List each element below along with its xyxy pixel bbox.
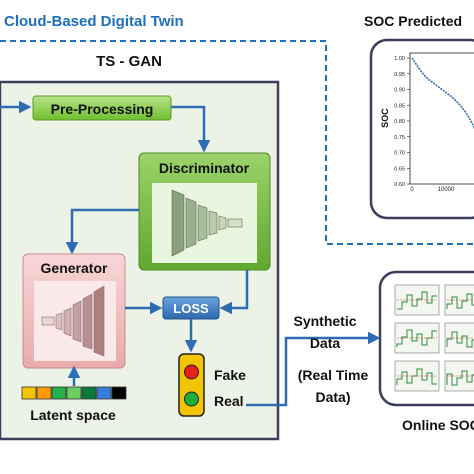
generator-layers-icon (41, 285, 105, 357)
soc-ylabel: SOC (380, 108, 390, 128)
soc-ytick-label: 0.90 (394, 88, 405, 94)
disc-to-loss-arrow (219, 270, 249, 315)
preprocessing-block: Pre-Processing (32, 95, 172, 121)
real-time-label: (Real Time (298, 367, 369, 383)
online-soc-thumbnail (394, 322, 440, 354)
generator-label: Generator (41, 260, 108, 276)
preproc-to-disc-arrow (171, 105, 211, 153)
loss-block: LOSS (162, 296, 220, 320)
latent-swatch-6 (96, 386, 112, 400)
latent-swatch-7 (111, 386, 127, 400)
data-label: Data (310, 335, 341, 351)
latent-swatch-5 (81, 386, 97, 400)
soc-curve (411, 57, 474, 130)
latent-swatch-3 (51, 386, 67, 400)
fake-light-icon (184, 364, 199, 380)
online-soc-thumbnail (444, 322, 474, 354)
soc-ytick-label: 1.00 (394, 56, 405, 62)
cloud-boundary (0, 40, 474, 245)
generator-block: Generator (22, 253, 126, 369)
latent-swatch-1 (21, 386, 37, 400)
fake-real-indicator (178, 353, 205, 417)
soc-ytick-label: 0.65 (394, 166, 405, 172)
fake-label: Fake (214, 367, 246, 383)
soc-plot: SOC 1.00 0.95 0.90 0.85 0.80 0.75 0.70 0.65 0.60… (380, 52, 474, 193)
online-soc-thumbnail (444, 284, 474, 316)
soc-ytick-label: 0.75 (394, 135, 405, 141)
soc-ytick-label: 0.70 (394, 151, 405, 157)
loss-label: LOSS (173, 301, 209, 316)
discriminator-label: Discriminator (159, 160, 250, 176)
latent-space-label: Latent space (30, 407, 116, 423)
preprocessing-label: Pre-Processing (51, 101, 154, 117)
soc-ytick-label: 0.60 (394, 182, 405, 188)
soc-predicted-title: SOC Predicted (364, 13, 462, 29)
latent-swatch-4 (66, 386, 82, 400)
soc-ytick-label: 0.95 (394, 72, 405, 78)
online-soc-label: Online SOC (402, 417, 474, 433)
real-label: Real (214, 393, 244, 409)
real-to-online-arrow (246, 331, 381, 407)
soc-xtick-label: 0 (410, 187, 414, 193)
discriminator-block: Discriminator (138, 152, 271, 271)
soc-ytick-label: 0.85 (394, 103, 405, 109)
discriminator-layers-icon (171, 189, 243, 257)
soc-ytick-label: 0.80 (394, 119, 405, 125)
online-soc-thumbnails (394, 284, 474, 392)
latent-space-swatches (21, 386, 127, 400)
online-soc-thumbnail (444, 360, 474, 392)
soc-plot-axes (409, 52, 474, 185)
latent-swatch-2 (36, 386, 52, 400)
real-time-data-label: Data) (315, 389, 350, 405)
online-soc-thumbnail (394, 284, 440, 316)
diagram-title: Cloud-Based Digital Twin (4, 13, 184, 30)
real-light-icon (184, 391, 199, 407)
disc-to-gen-arrow (65, 208, 139, 255)
synthetic-label: Synthetic (293, 313, 356, 329)
soc-xtick-label: 10000 (438, 187, 455, 193)
online-soc-thumbnail (394, 360, 440, 392)
tsgan-label: TS - GAN (96, 53, 162, 70)
